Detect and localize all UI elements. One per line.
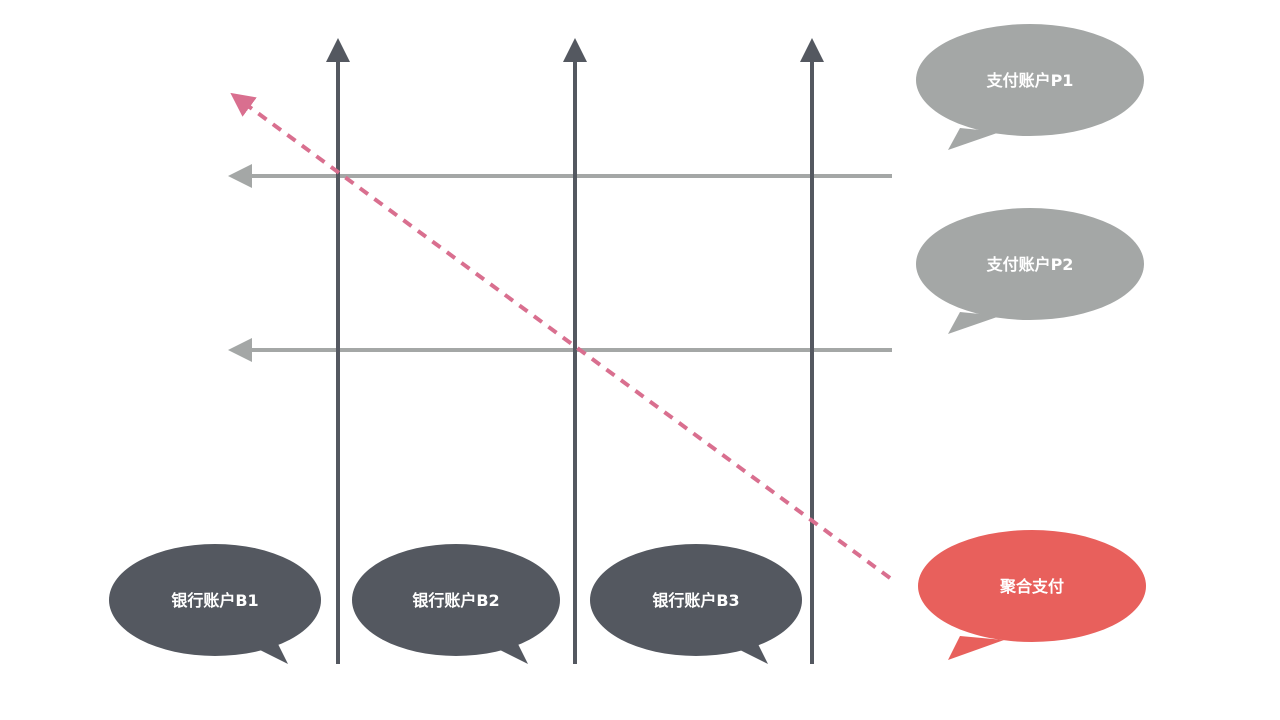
payment-account-bubble-p2: 支付账户P2 [916,208,1144,334]
aggregate-payment-dashed-arrow [230,92,892,580]
payment-account-label-p1: 支付账户P1 [986,71,1074,90]
aggregate-payment-bubble: 聚合支付 [918,530,1146,660]
payment-account-bubble-p1: 支付账户P1 [916,24,1144,150]
bank-account-bubble-b2: 银行账户B2 [352,544,560,664]
payment-account-label-p2: 支付账户P2 [986,255,1074,274]
aggregate-payment-label: 聚合支付 [999,577,1064,596]
bank-account-label-b3: 银行账户B3 [652,591,739,610]
bank-account-bubble-b1: 银行账户B1 [109,544,321,664]
bank-account-bubble-b3: 银行账户B3 [590,544,802,664]
bank-account-label-b2: 银行账户B2 [412,591,499,610]
bank-account-label-b1: 银行账户B1 [171,591,258,610]
